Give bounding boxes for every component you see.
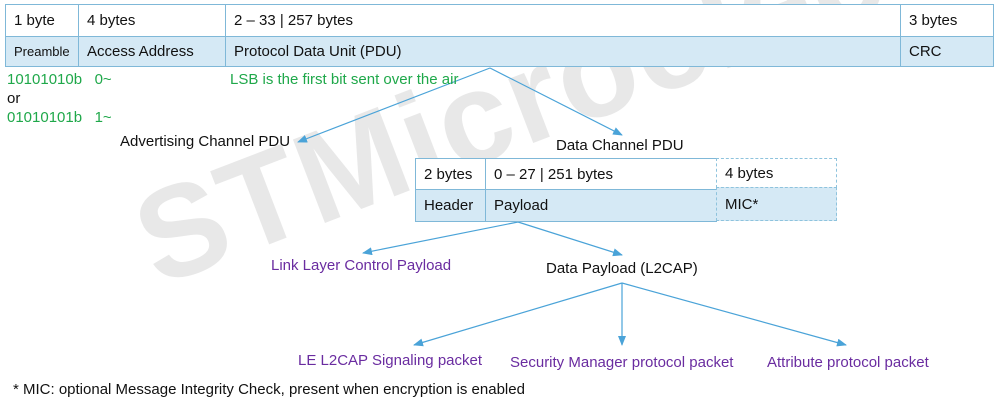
- arrow-to-signaling: [413, 282, 623, 347]
- mic-size: 4 bytes: [716, 158, 837, 188]
- preamble-value-2: 01010101b 1~: [7, 109, 112, 126]
- l2cap-signaling-label: LE L2CAP Signaling packet: [298, 352, 483, 369]
- arrow-to-data-pdu: [489, 67, 623, 136]
- payload-field: Payload: [485, 189, 717, 222]
- access-address-field: Access Address: [78, 36, 226, 67]
- l2cap-label: Data Payload (L2CAP): [546, 260, 698, 277]
- data-pdu-label: Data Channel PDU: [556, 137, 684, 154]
- pdu-size: 2 – 33 | 257 bytes: [225, 4, 901, 37]
- arrow-to-llcp: [362, 221, 519, 256]
- preamble-or: or: [7, 90, 21, 107]
- header-field: Header: [415, 189, 486, 222]
- arrow-to-attribute: [621, 282, 847, 347]
- mic-field: MIC*: [716, 187, 837, 221]
- security-manager-label: Security Manager protocol packet: [510, 354, 734, 371]
- arrow-to-advertising-pdu: [297, 67, 491, 143]
- llcp-label: Link Layer Control Payload: [271, 257, 452, 274]
- preamble-value-1: 10101010b 0~: [7, 71, 112, 88]
- attribute-protocol-label: Attribute protocol packet: [767, 354, 929, 371]
- advertising-pdu-label: Advertising Channel PDU: [120, 133, 291, 150]
- payload-size: 0 – 27 | 251 bytes: [485, 158, 717, 190]
- header-size: 2 bytes: [415, 158, 486, 190]
- footnote: * MIC: optional Message Integrity Check,…: [13, 381, 525, 398]
- lsb-note: LSB is the first bit sent over the air: [230, 71, 459, 88]
- crc-field: CRC: [900, 36, 994, 67]
- preamble-field: Preamble: [5, 36, 79, 67]
- arrow-to-l2cap: [517, 221, 623, 257]
- preamble-size: 1 byte: [5, 4, 79, 37]
- crc-size: 3 bytes: [900, 4, 994, 37]
- pdu-field: Protocol Data Unit (PDU): [225, 36, 901, 67]
- access-address-size: 4 bytes: [78, 4, 226, 37]
